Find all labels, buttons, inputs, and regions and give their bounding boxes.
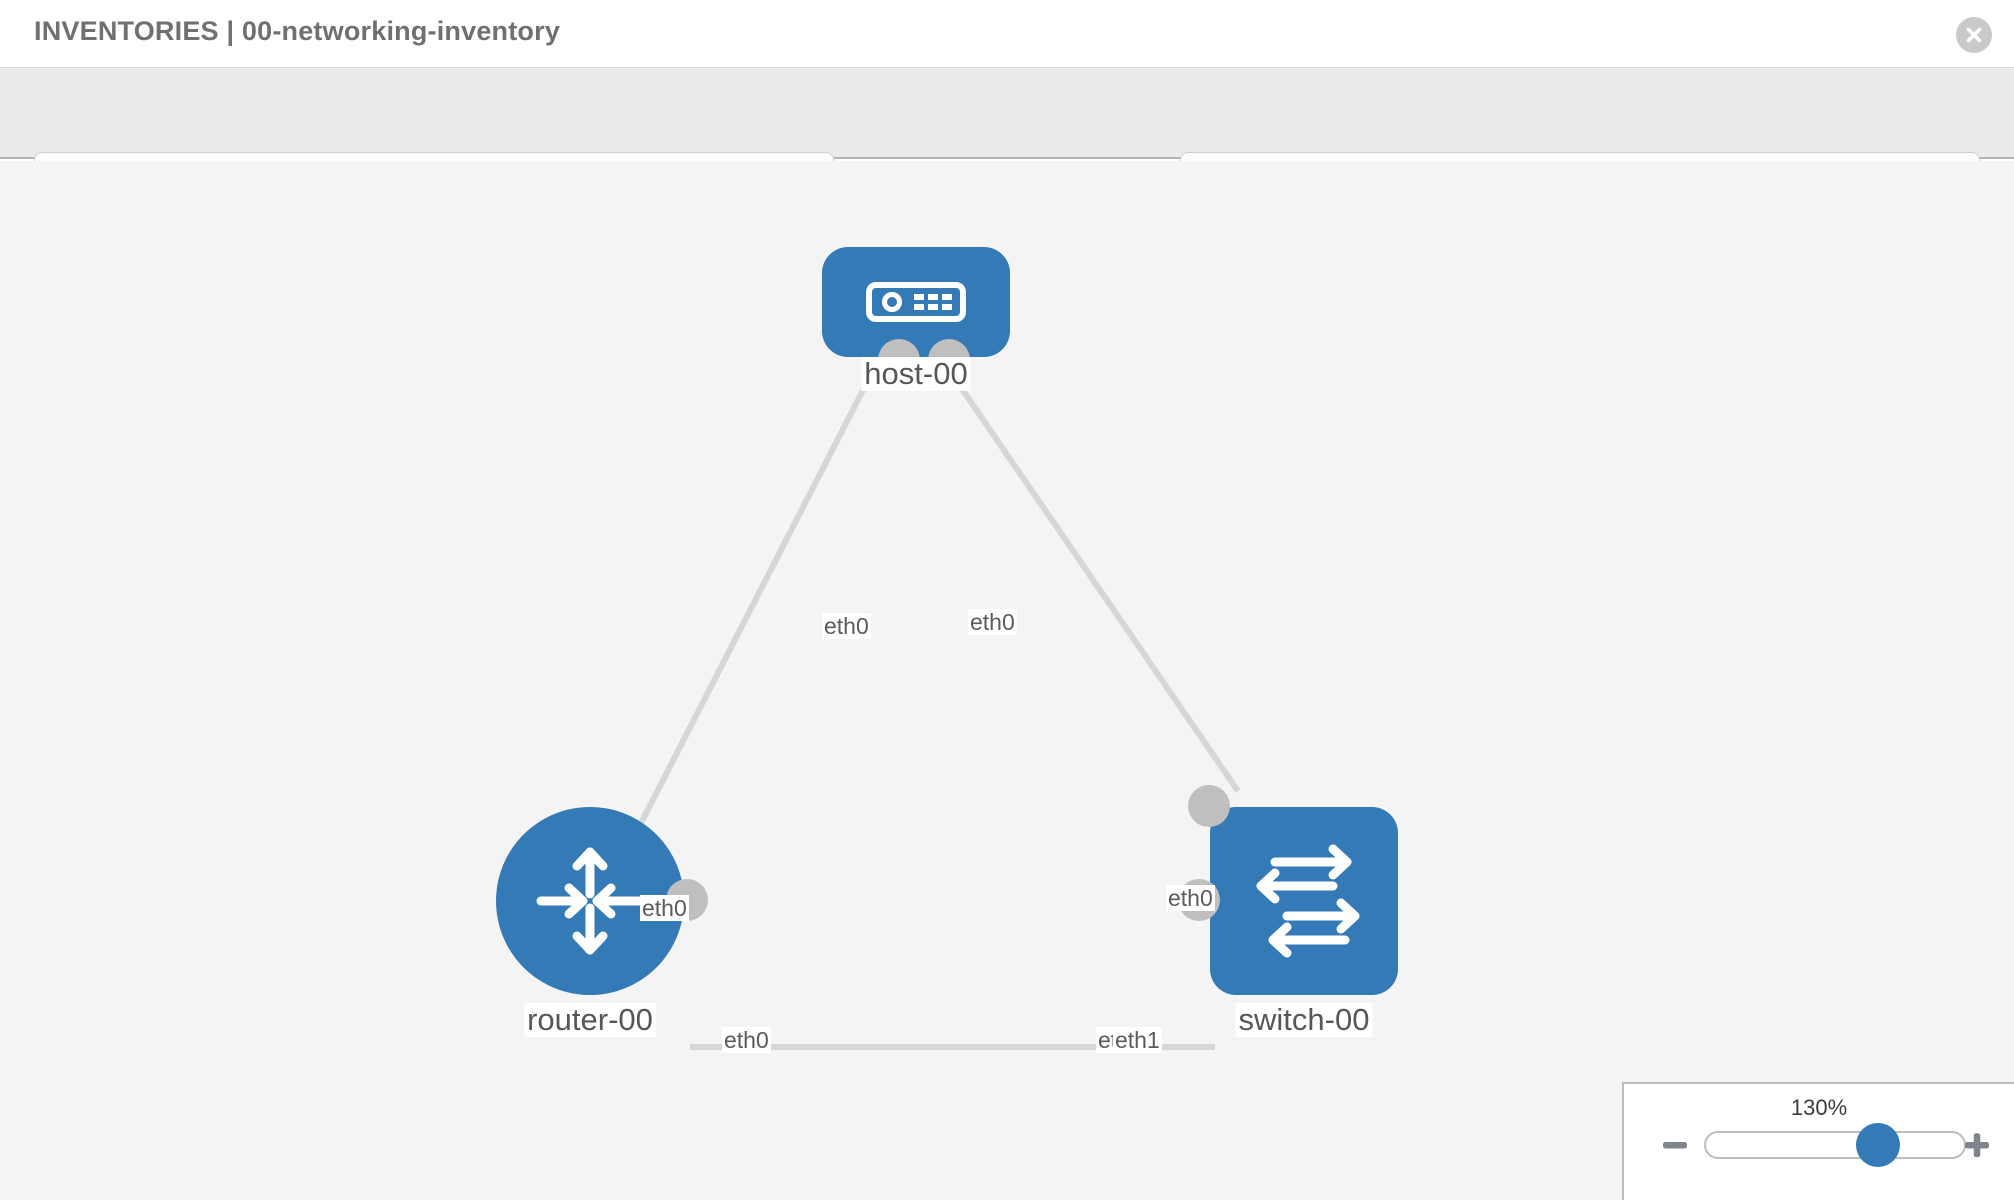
host-node-shape[interactable] [822, 247, 1010, 357]
interface-label-eth0: eth0 [1166, 885, 1215, 912]
connector-nub[interactable] [1188, 785, 1230, 827]
page-header: INVENTORIES | 00-networking-inventory [0, 0, 2014, 68]
page-title: INVENTORIES | 00-networking-inventory [34, 16, 561, 46]
toolbar: ACTIONS SEARCH [0, 68, 2014, 208]
link-host-router [597, 355, 883, 905]
topology-node-switch-00[interactable]: switch-00 [1178, 785, 1398, 1038]
interface-label-eth0: eth0 [968, 609, 1017, 636]
interface-label-eth0: eth0 [722, 1027, 771, 1054]
node-label-router-00: router-00 [524, 1002, 656, 1038]
node-label-switch-00: switch-00 [1235, 1002, 1373, 1038]
topology-node-host-00[interactable]: host-00 [822, 247, 1010, 392]
zoom-slider-thumb[interactable] [1856, 1123, 1900, 1167]
interface-label-eth0: eth0 [640, 895, 689, 922]
topology-canvas[interactable]: host-00 route [0, 161, 2014, 1200]
link-host-switch [937, 355, 1241, 793]
server-icon [866, 282, 966, 322]
zoom-control-panel: 130% [1622, 1082, 2014, 1200]
zoom-in-button[interactable] [1960, 1128, 1994, 1162]
node-label-host-00: host-00 [861, 356, 971, 392]
minus-icon [1663, 1142, 1687, 1149]
router-arrows-icon [536, 847, 644, 955]
switch-node-shape[interactable] [1210, 807, 1398, 995]
switch-arrows-icon [1256, 844, 1360, 958]
interface-label-eth0: eth0 [822, 613, 871, 640]
interface-label-eth1: eth1 [1113, 1027, 1162, 1054]
plus-icon [1965, 1133, 1989, 1158]
zoom-out-button[interactable] [1658, 1128, 1692, 1162]
zoom-level-label: 130% [1790, 1095, 1848, 1120]
zoom-slider-track[interactable] [1704, 1131, 1966, 1159]
close-icon[interactable] [1956, 17, 1992, 53]
